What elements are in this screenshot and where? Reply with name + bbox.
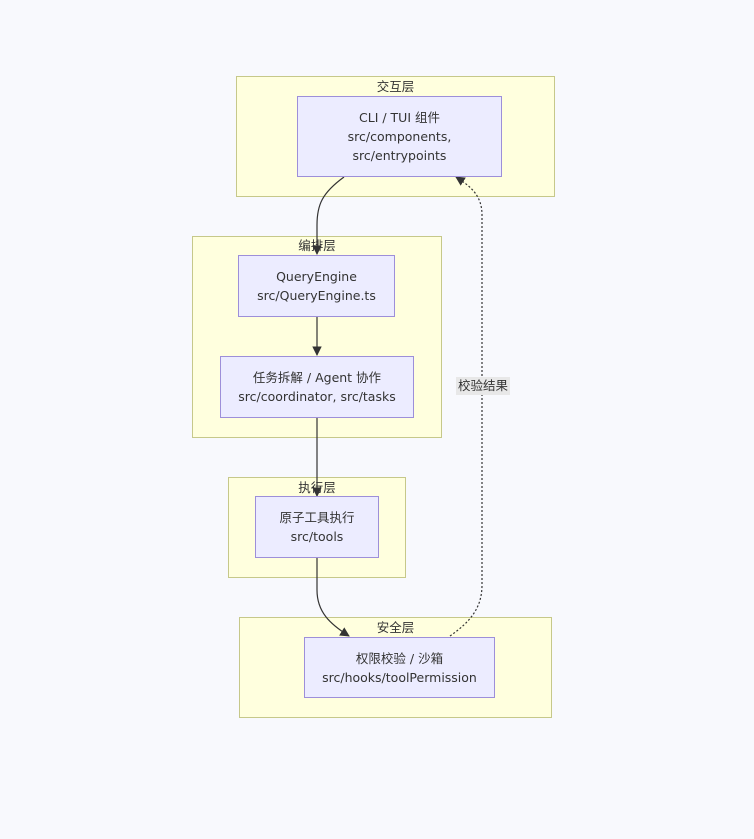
node-cli-tui-path-1: src/components,: [347, 129, 452, 144]
node-coordinator-title: 任务拆解 / Agent 协作: [252, 370, 382, 385]
edge-label-feedback: 校验结果: [456, 377, 511, 395]
node-cli-tui: CLI / TUI 组件 src/components, src/entrypo…: [297, 96, 502, 177]
node-query-engine-path: src/QueryEngine.ts: [257, 288, 376, 303]
node-permission-title: 权限校验 / 沙箱: [355, 650, 444, 666]
edge-permission-to-cli-feedback: [449, 176, 483, 637]
node-coordinator: 任务拆解 / Agent 协作 src/coordinator, src/tas…: [220, 356, 414, 418]
node-query-engine: QueryEngine src/QueryEngine.ts: [238, 255, 395, 317]
layer-security-title: 安全层: [376, 620, 415, 635]
node-query-engine-title: QueryEngine: [276, 269, 357, 284]
node-tools-path: src/tools: [290, 529, 344, 544]
edge-tools-to-permission: [316, 558, 350, 637]
node-cli-tui-title: CLI / TUI 组件: [359, 110, 440, 125]
node-coordinator-path: src/coordinator, src/tasks: [238, 389, 396, 404]
layer-interaction-title: 交互层: [376, 79, 415, 94]
node-tools-title: 原子工具执行: [279, 510, 355, 525]
node-cli-tui-path-2: src/entrypoints: [352, 148, 447, 163]
edge-cli-to-queryengine: [312, 176, 345, 255]
node-permission: 权限校验 / 沙箱 src/hooks/toolPermission: [304, 637, 495, 698]
node-permission-path: src/hooks/toolPermission: [322, 669, 477, 685]
node-tools: 原子工具执行 src/tools: [255, 496, 379, 558]
